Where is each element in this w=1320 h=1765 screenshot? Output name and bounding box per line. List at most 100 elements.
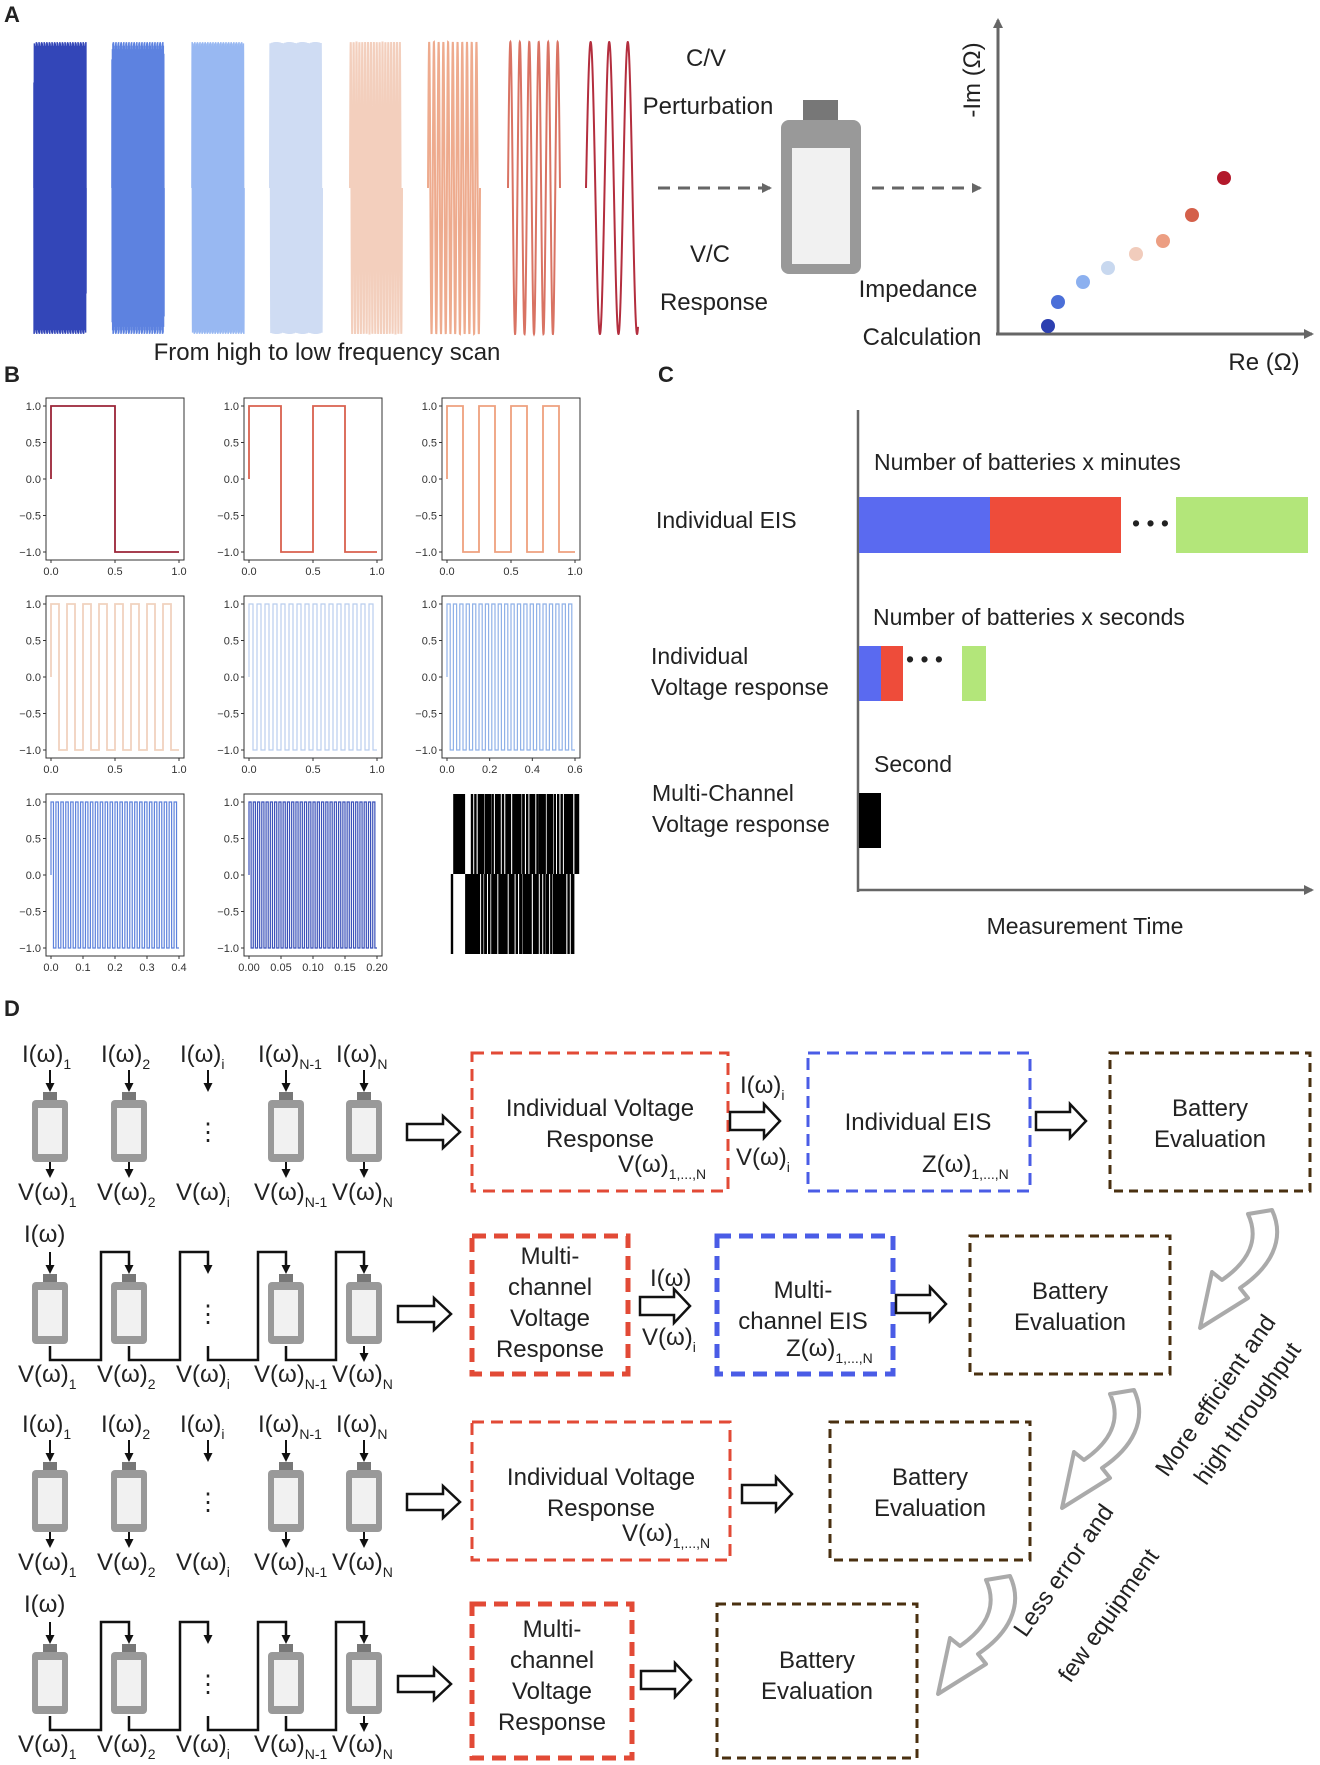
battery-icon	[111, 1274, 147, 1344]
current-input-label: I(ω)2	[101, 1411, 150, 1442]
square-wave-plot-9	[450, 794, 580, 954]
battery-icon	[346, 1644, 382, 1714]
battery-window	[274, 1660, 298, 1706]
battery-window	[38, 1478, 62, 1524]
panel-d-label: D	[4, 996, 20, 1021]
row4-battery-evaluation-box	[715, 1602, 919, 1760]
row3-label-line2: Voltage response	[652, 811, 830, 837]
vdots: ⋮	[196, 1301, 220, 1328]
workflow-rows: I(ω)1V(ω)1I(ω)2V(ω)2I(ω)i⋮V(ω)iI(ω)N-1V(…	[18, 1041, 462, 1762]
battery-icon	[781, 100, 861, 274]
row2-current-label: I(ω)	[650, 1265, 691, 1292]
x-tick-label: 0.5	[107, 764, 122, 776]
y-tick-label: 1.0	[422, 599, 437, 611]
row2-mc-eis-line1: Multi-	[774, 1277, 833, 1304]
x-tick-label: 0.5	[305, 566, 320, 578]
x-tick-label: 0.0	[43, 764, 58, 776]
row4-battery-eval-line1: Battery	[779, 1647, 855, 1674]
row1-battery-evaluation-box	[1108, 1051, 1312, 1193]
row1-arrow-2	[1034, 1100, 1088, 1142]
row2-label-line1: Individual	[651, 643, 748, 669]
voltage-output-label: V(ω)N-1	[254, 1731, 328, 1762]
row2-impedance-output: Z(ω)1,...,N	[786, 1335, 873, 1366]
y-tick-label: −0.5	[19, 907, 41, 919]
battery-cap	[279, 1092, 293, 1101]
x-tick-label: 0.0	[43, 962, 58, 974]
row3-battery-eval-line1: Battery	[892, 1464, 968, 1491]
vdots: ⋮	[196, 1489, 220, 1516]
row1-individual-voltage-box	[470, 1051, 730, 1193]
row1-battery-eval-line1: Battery	[1172, 1095, 1248, 1122]
row3-caption: Second	[874, 751, 952, 777]
row-flow-arrow	[396, 1665, 453, 1703]
row1-bar-green	[1176, 497, 1308, 553]
voltage-output-label: V(ω)N	[332, 1361, 393, 1392]
row3-battery-eval-line2: Evaluation	[874, 1495, 986, 1522]
impedance-line1: Impedance	[859, 276, 978, 303]
row1-individual-voltage-line1: Individual Voltage	[506, 1095, 694, 1122]
x-tick-label: 0.00	[238, 962, 259, 974]
y-tick-label: 1.0	[224, 401, 239, 413]
row2-workflow: Multi- channel Voltage Response I(ω)V(ω)…	[469, 1233, 1172, 1377]
x-tick-label: 0.5	[503, 566, 518, 578]
battery-window	[274, 1108, 298, 1154]
row4-workflow: Multi- channel Voltage Response Battery …	[469, 1601, 919, 1761]
row2-impedance-output-label: Z(ω)1,...,N	[786, 1335, 873, 1366]
nyquist-point-3	[1076, 275, 1090, 289]
row1-label: Individual EIS	[656, 507, 797, 533]
y-tick-label: −0.5	[217, 709, 239, 721]
battery-window	[38, 1108, 62, 1154]
current-input-label: I(ω)1	[22, 1041, 71, 1072]
row2-battery-evaluation-box	[968, 1234, 1172, 1376]
y-tick-label: 0.0	[224, 870, 239, 882]
row2-ellipsis: • • •	[906, 646, 943, 672]
battery-cap	[357, 1274, 371, 1283]
vdots: ⋮	[196, 1671, 220, 1698]
battery-icon	[268, 1274, 304, 1344]
y-tick-label: −1.0	[19, 547, 41, 559]
row1-arrow-1	[728, 1100, 782, 1142]
battery-window	[117, 1660, 141, 1706]
row2-mc-volt-line4: Response	[496, 1336, 604, 1363]
battery-icon	[111, 1644, 147, 1714]
y-tick-label: 0.5	[26, 834, 41, 846]
current-input-label: I(ω)N-1	[258, 1411, 322, 1442]
voltage-output-label: V(ω)2	[97, 1179, 156, 1210]
row2-bar-red	[881, 646, 903, 701]
waveform-3	[191, 42, 245, 334]
row1-ellipsis: • • •	[1132, 510, 1169, 536]
row3-arrow	[740, 1473, 794, 1515]
current-input-label: I(ω)N-1	[258, 1041, 322, 1072]
row3-voltage-output: V(ω)1,...,N	[622, 1520, 710, 1551]
individual-cell-row: I(ω)1V(ω)1I(ω)2V(ω)2I(ω)i⋮V(ω)iI(ω)N-1V(…	[18, 1411, 462, 1580]
row4-mc-volt-line2: channel	[510, 1647, 594, 1674]
y-tick-label: 0.0	[26, 474, 41, 486]
battery-window	[274, 1478, 298, 1524]
battery-cap	[122, 1644, 136, 1653]
nyquist-point-7	[1185, 208, 1199, 222]
battery-window	[352, 1478, 376, 1524]
x-tick-label: 1.0	[369, 566, 384, 578]
battery-cap	[357, 1462, 371, 1471]
x-tick-label: 0.1	[75, 962, 90, 974]
voltage-output-label: V(ω)2	[97, 1361, 156, 1392]
row4-arrow	[639, 1659, 693, 1701]
waveform-4	[269, 41, 323, 335]
row2-label-line2: Voltage response	[651, 674, 829, 700]
y-tick-label: −0.5	[19, 511, 41, 523]
noise-trace	[450, 794, 580, 954]
y-tick-label: 1.0	[26, 401, 41, 413]
x-tick-label: 0.2	[482, 764, 497, 776]
y-tick-label: 0.5	[26, 438, 41, 450]
individual-cell-row: I(ω)1V(ω)1I(ω)2V(ω)2I(ω)i⋮V(ω)iI(ω)N-1V(…	[18, 1041, 462, 1210]
y-tick-label: 1.0	[224, 599, 239, 611]
row2-arrow-2	[894, 1283, 948, 1325]
nyquist-point-8	[1217, 171, 1231, 185]
battery-icon	[32, 1274, 68, 1344]
battery-window	[117, 1108, 141, 1154]
y-tick-label: 0.5	[224, 438, 239, 450]
